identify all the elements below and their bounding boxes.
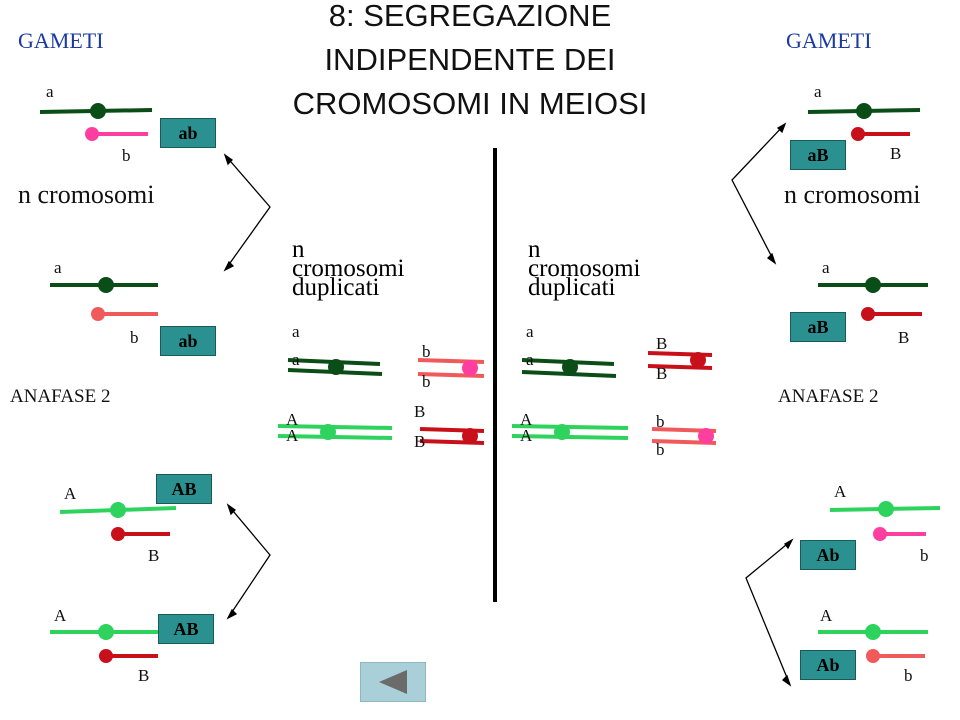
right-g3-bottom-label: b: [920, 546, 929, 565]
left-gamete-1-chromosomes: [39, 103, 153, 141]
center-left-header-duplicati: duplicati: [292, 274, 380, 301]
centromere: [861, 307, 875, 321]
left-gamete-3-chromosomes: [59, 502, 177, 541]
right-gamete-1-chromosomes: [807, 103, 921, 141]
centromere: [111, 527, 125, 541]
left-n-cromosomi: n cromosomi: [18, 180, 155, 209]
right-g3-top-label: A: [834, 482, 847, 501]
center-left-chrom-b: [417, 358, 485, 378]
triangle-left-icon: [379, 670, 407, 694]
centromere: [866, 649, 880, 663]
left-gamete-2-box: ab: [160, 326, 216, 356]
left-g2-bottom-label: b: [130, 328, 139, 347]
center-right-chrom-A: [511, 424, 629, 440]
center-right-chrom-b: [651, 427, 717, 445]
centromere: [98, 624, 114, 640]
page-title: 8: SEGREGAZIONE INDIPENDENTE DEI CROMOSO…: [230, 0, 710, 126]
cl-A-label-2: A: [286, 426, 299, 445]
left-gamete-3-box: AB: [156, 474, 212, 504]
center-right-chrom-a: [521, 358, 617, 378]
left-g1-bottom-label: b: [122, 146, 131, 165]
right-gamete-3-box: Ab: [800, 540, 856, 570]
title-line-3: CROMOSOMI IN MEIOSI: [292, 86, 648, 121]
centromere: [98, 277, 114, 293]
centromere: [878, 501, 894, 517]
right-top-arrow: [731, 122, 787, 265]
right-gamete-4-chromosomes: [818, 624, 928, 663]
centromere: [851, 127, 865, 141]
right-g2-bottom-label: B: [898, 328, 910, 347]
cl-b-label-1: b: [422, 342, 431, 361]
back-button[interactable]: [360, 662, 426, 702]
center-left-chrom-A: [277, 424, 393, 440]
cl-B-label-1: B: [414, 402, 426, 421]
left-g1-top-label: a: [46, 82, 54, 101]
center-left-chrom-a: [287, 358, 383, 376]
center-right-chrom-B: [647, 351, 713, 370]
cl-b-label-2: b: [422, 372, 431, 391]
center-right-header-cromosomi: cromosomi: [528, 255, 641, 282]
centromere: [99, 649, 113, 663]
center-right-header-duplicati: duplicati: [528, 274, 616, 301]
left-gamete-2-chromosomes: [50, 277, 158, 321]
right-gameti-label: GAMETI: [786, 28, 872, 53]
cr-A-label-2: A: [520, 426, 533, 445]
right-gamete-1-box: aB: [790, 140, 846, 170]
left-gamete-1-box: ab: [160, 118, 216, 148]
left-g4-bottom-label: B: [138, 666, 150, 685]
right-bottom-arrow: [745, 538, 794, 687]
right-g1-bottom-label: B: [890, 144, 902, 163]
centromere: [110, 502, 126, 518]
center-left-header-cromosomi: cromosomi: [292, 255, 405, 282]
right-gamete-4-box: Ab: [800, 650, 856, 680]
cl-a-label-1: a: [292, 322, 300, 341]
title-line-2: INDIPENDENTE DEI: [324, 42, 616, 77]
title-line-1: 8: SEGREGAZIONE: [328, 0, 612, 33]
cr-A-label-1: A: [520, 410, 533, 429]
cl-a-label-2: a: [292, 350, 300, 369]
center-right-header-n: n: [528, 236, 541, 263]
cl-A-label-1: A: [286, 410, 299, 429]
center-left-header: n cromosomi duplicati: [292, 236, 405, 301]
right-gamete-2-chromosomes: [818, 277, 928, 321]
cr-B-label-1: B: [656, 334, 668, 353]
centromere: [85, 127, 99, 141]
left-g2-top-label: a: [54, 258, 62, 277]
right-g2-top-label: a: [822, 258, 830, 277]
left-gamete-4-box: AB: [158, 614, 214, 644]
cr-a-label-1: a: [526, 322, 534, 341]
left-bottom-arrow: [226, 503, 271, 620]
centromere: [865, 624, 881, 640]
right-gamete-2-box: aB: [790, 312, 846, 342]
cr-b-label-1: b: [656, 412, 665, 431]
right-anafase-label: ANAFASE 2: [778, 386, 879, 407]
right-gamete-3-chromosomes: [829, 501, 941, 541]
right-g4-top-label: A: [820, 606, 833, 625]
left-g4-top-label: A: [54, 606, 67, 625]
center-right-header: n cromosomi duplicati: [528, 236, 641, 301]
left-g3-bottom-label: B: [148, 546, 160, 565]
centromere: [873, 527, 887, 541]
cl-B-label-2: B: [414, 432, 426, 451]
centromere: [865, 277, 881, 293]
left-anafase-label: ANAFASE 2: [10, 386, 111, 407]
right-g4-bottom-label: b: [904, 666, 913, 685]
right-g1-top-label: a: [814, 82, 822, 101]
centromere: [90, 103, 106, 119]
left-top-arrow: [223, 153, 271, 272]
left-g3-top-label: A: [64, 484, 77, 503]
cr-a-label-2: a: [526, 350, 534, 369]
center-left-header-n: n: [292, 236, 305, 263]
cr-B-label-2: B: [656, 364, 668, 383]
center-left-chrom-B: [419, 427, 485, 445]
right-n-cromosomi: n cromosomi: [784, 180, 921, 209]
left-gameti-label: GAMETI: [18, 28, 104, 53]
cr-b-label-2: b: [656, 440, 665, 459]
centromere: [91, 307, 105, 321]
left-gamete-4-chromosomes: [50, 624, 158, 663]
centromere: [856, 103, 872, 119]
